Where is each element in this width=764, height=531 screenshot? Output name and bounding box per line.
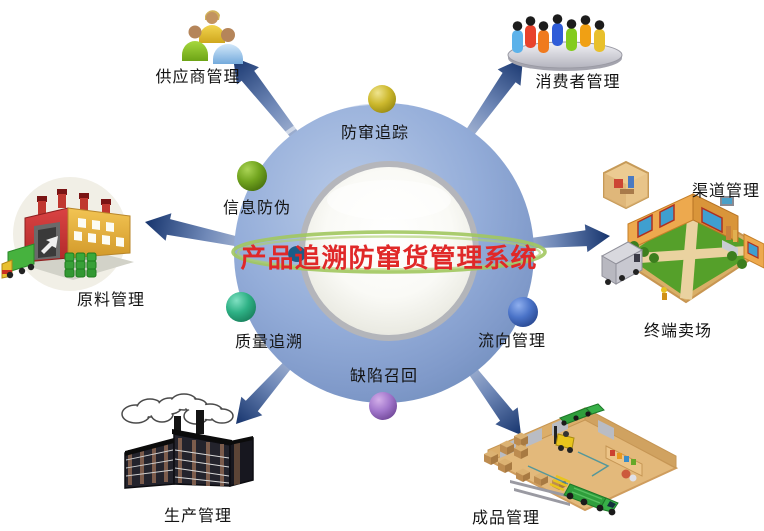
- shelf-goods: [610, 450, 636, 465]
- label-consumer-management: 消费者管理: [535, 74, 621, 91]
- truck-outbound: [563, 483, 619, 516]
- channel-booth-icon: [603, 160, 649, 210]
- hub-title: 产品追溯防窜货管理系统: [240, 243, 538, 273]
- node-dot-info-anticounterfeit: [237, 161, 267, 191]
- node-label-info-anticounterfeit: 信息防伪: [222, 200, 292, 217]
- person-figure: [213, 44, 243, 64]
- hub-sphere-shine: [327, 180, 451, 220]
- node-dot-anti-diversion: [368, 85, 396, 113]
- green-truck: [1, 243, 35, 279]
- gray-truck: [600, 241, 644, 285]
- title-highlight-ellipse: [231, 230, 547, 274]
- label-raw-material: 原料管理: [76, 292, 146, 309]
- person-figure: [199, 25, 225, 43]
- forklift: [554, 426, 575, 453]
- hub-ring-highlight: [252, 100, 385, 169]
- node-dot-defect-recall: [369, 392, 397, 420]
- node-dot-quality-trace: [226, 292, 256, 322]
- node-label-flow-management: 流向管理: [477, 333, 547, 350]
- crowd-figures: [512, 14, 605, 53]
- node-label-quality-trace: 质量追溯: [234, 334, 304, 351]
- chimneys: [37, 189, 111, 216]
- label-supplier-management: 供应商管理: [155, 69, 241, 86]
- smoke-cloud-fill: [123, 395, 232, 423]
- raw-material-factory-icon: [1, 177, 134, 291]
- truck-inbound: [559, 403, 605, 426]
- node-label-defect-recall: 缺陷召回: [349, 368, 419, 385]
- node-label-anti-diversion: 防窜追踪: [340, 125, 410, 142]
- label-finished-goods: 成品管理: [471, 510, 541, 527]
- terminal-store-icon: [600, 193, 764, 304]
- hub-dark-dot: [288, 246, 306, 262]
- green-barrels: [64, 252, 97, 278]
- label-terminal-store: 终端卖场: [643, 323, 713, 340]
- supplier-people-icon: [182, 10, 243, 64]
- label-production: 生产管理: [163, 508, 233, 525]
- consumer-crowd-icon: [507, 14, 623, 71]
- person-figure: [182, 41, 208, 61]
- warehouse-icon: [484, 403, 679, 516]
- node-dot-flow-management: [508, 297, 538, 327]
- cardboard-boxes: [484, 432, 528, 473]
- label-channel-management: 渠道管理: [691, 183, 761, 200]
- production-factory-icon: [121, 393, 254, 489]
